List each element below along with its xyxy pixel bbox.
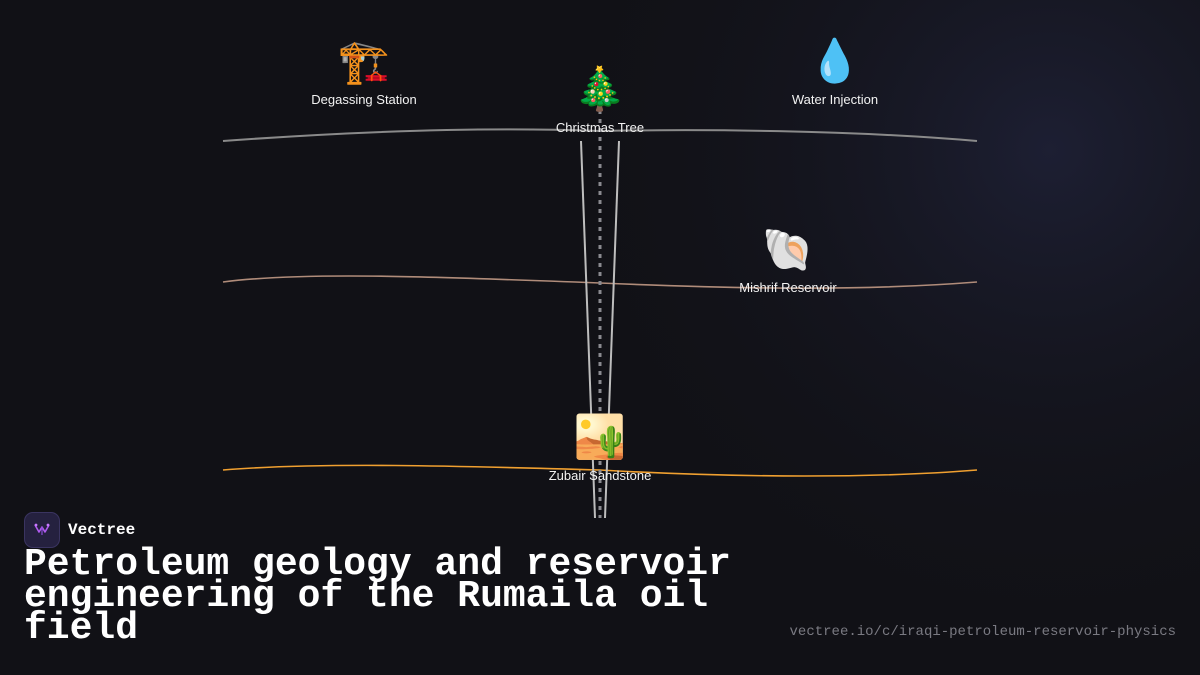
brand-name: Vectree	[68, 521, 136, 539]
desert-icon: 🏜️	[573, 412, 627, 461]
brand[interactable]: Vectree	[24, 512, 135, 548]
page-url[interactable]: vectree.io/c/iraqi-petroleum-reservoir-p…	[789, 624, 1176, 640]
christmas-tree-icon: 🎄	[573, 64, 627, 113]
vectree-logo-icon	[24, 512, 60, 548]
zubair-sandstone-label: Zubair Sandstone	[548, 468, 652, 483]
shell-icon: 🐚	[761, 225, 815, 274]
wellbore-left-wall	[580, 140, 596, 519]
mishrif-reservoir-label: Mishrif Reservoir	[739, 280, 837, 295]
degassing-station-label: Degassing Station	[311, 92, 417, 107]
water-injection-label: Water Injection	[791, 92, 879, 107]
crane-icon: 🏗️	[337, 37, 391, 86]
page-title: Petroleum geology and reservoir engineer…	[24, 543, 731, 650]
christmas-tree-label: Christmas Tree	[555, 120, 645, 135]
droplet-icon: 💧	[808, 36, 862, 85]
wellbore-right-wall	[604, 140, 620, 519]
